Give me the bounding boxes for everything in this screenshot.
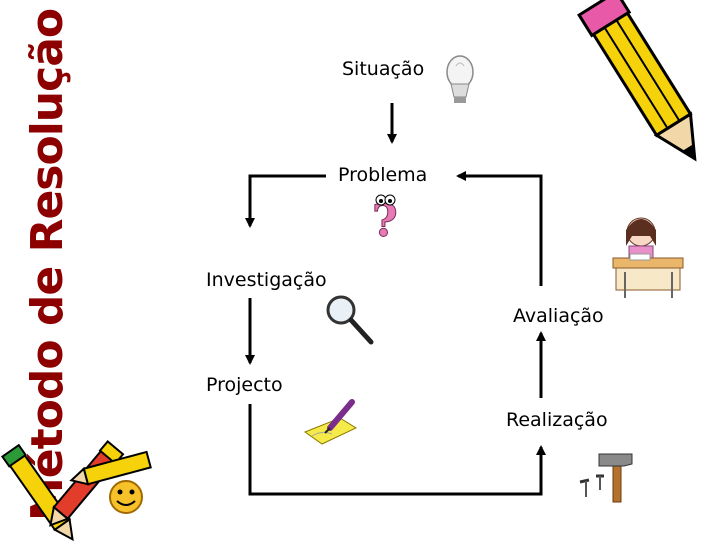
arrow-problema-investigacao xyxy=(245,174,326,228)
svg-text:?: ? xyxy=(372,196,398,247)
node-problema: Problema xyxy=(338,164,428,186)
node-situacao: Situação xyxy=(342,58,425,80)
node-investigacao: Investigação xyxy=(206,269,327,291)
arrow-projecto-realizacao xyxy=(248,404,546,496)
arrow-avaliacao-problema xyxy=(456,171,543,286)
node-avaliacao: Avaliação xyxy=(513,305,604,327)
node-realizacao: Realização xyxy=(506,409,608,431)
node-projecto: Projecto xyxy=(206,374,283,396)
